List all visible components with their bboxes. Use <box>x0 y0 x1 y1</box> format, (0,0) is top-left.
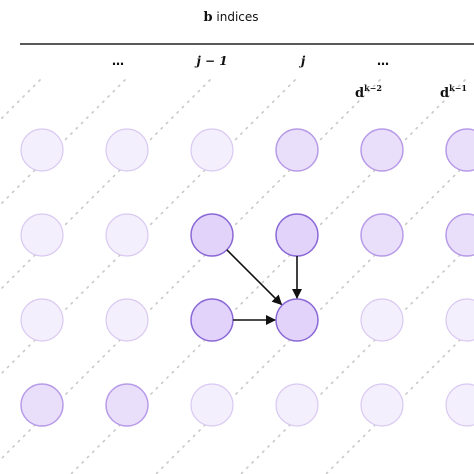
diagonal-label-k-minus-1: dk−1 <box>440 83 467 101</box>
node-dependency <box>190 298 234 342</box>
header-title-symbol: b <box>203 10 212 25</box>
diagonal-label-base: d <box>355 86 364 101</box>
node-active <box>360 128 404 172</box>
node-faded <box>445 298 474 342</box>
dependency-arrow <box>226 249 283 306</box>
node-grid <box>20 128 474 427</box>
node-faded <box>445 383 474 427</box>
node-active <box>275 128 319 172</box>
node-active <box>105 383 149 427</box>
anti-diagonal-line <box>239 239 474 474</box>
anti-diagonal-lines <box>0 79 474 474</box>
node-faded <box>360 298 404 342</box>
node-active <box>445 128 474 172</box>
column-label-2: j − 1 <box>194 54 227 68</box>
diagonal-label-sup: k−1 <box>449 83 467 93</box>
column-label-1: … <box>112 54 124 68</box>
node-faded <box>105 128 149 172</box>
node-faded <box>105 298 149 342</box>
diagonal-label-k-minus-2: dk−2 <box>355 83 382 101</box>
node-active <box>20 383 64 427</box>
node-faded <box>360 383 404 427</box>
column-label-4: … <box>377 54 389 68</box>
anti-diagonal-line <box>0 79 126 207</box>
diagonal-label-base: d <box>440 86 449 101</box>
node-faded <box>20 298 64 342</box>
node-faded <box>20 213 64 257</box>
diagonal-label-sup: k−2 <box>364 83 382 93</box>
node-faded <box>190 128 234 172</box>
node-dependency <box>275 213 319 257</box>
node-dependency <box>190 213 234 257</box>
dependency-arrows <box>226 249 302 325</box>
node-faded <box>190 383 234 427</box>
node-active <box>445 213 474 257</box>
node-active <box>360 213 404 257</box>
header-title-text: indices <box>213 10 259 24</box>
column-label-3: j <box>299 54 306 68</box>
header-title: b indices <box>203 10 258 25</box>
node-target <box>275 298 319 342</box>
node-faded <box>275 383 319 427</box>
node-faded <box>105 213 149 257</box>
node-faded <box>20 128 64 172</box>
